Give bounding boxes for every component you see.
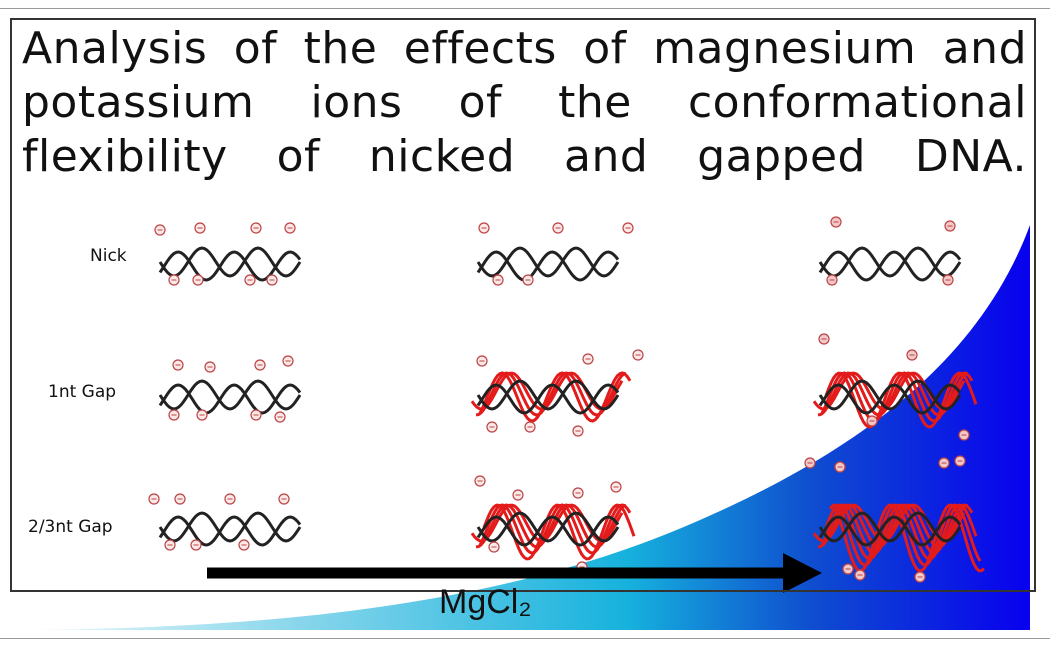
dna-strand	[476, 515, 620, 547]
flexible-strand	[820, 371, 974, 423]
dna-strand	[158, 379, 302, 411]
flexible-strand	[478, 503, 632, 555]
figure-title: Analysis of the effects of magnesium and…	[22, 23, 1027, 182]
dna-strand	[818, 515, 962, 547]
row-label-1nt-gap: 1nt Gap	[48, 382, 117, 402]
dna-strand	[158, 246, 302, 278]
top-border-line	[0, 8, 1050, 9]
dna-strand	[476, 379, 620, 411]
mgcl2-concentration-wedge	[22, 225, 1030, 630]
dna-strand	[158, 511, 302, 543]
dna-strand	[476, 511, 620, 543]
dna-strand	[476, 383, 620, 415]
figure-frame	[10, 18, 1036, 592]
dna-strand	[818, 246, 962, 278]
flexible-strand	[828, 503, 982, 567]
dna-strand	[818, 383, 962, 415]
dna-strand	[818, 379, 962, 411]
flexible-strand	[478, 371, 632, 423]
row-label-23nt-gap: 2/3nt Gap	[28, 517, 113, 537]
dna-strand	[476, 246, 620, 278]
bottom-border-line	[0, 638, 1050, 639]
dna-strand	[158, 383, 302, 415]
dna-structures	[148, 216, 985, 583]
arrow-head	[783, 553, 822, 593]
dna-strand	[158, 250, 302, 282]
mgcl2-label: MgCl₂	[439, 583, 532, 621]
dna-strand	[818, 511, 962, 543]
dna-strand	[158, 515, 302, 547]
row-label-nick: Nick	[90, 246, 127, 266]
dna-strand	[476, 250, 620, 282]
dna-strand	[818, 250, 962, 282]
